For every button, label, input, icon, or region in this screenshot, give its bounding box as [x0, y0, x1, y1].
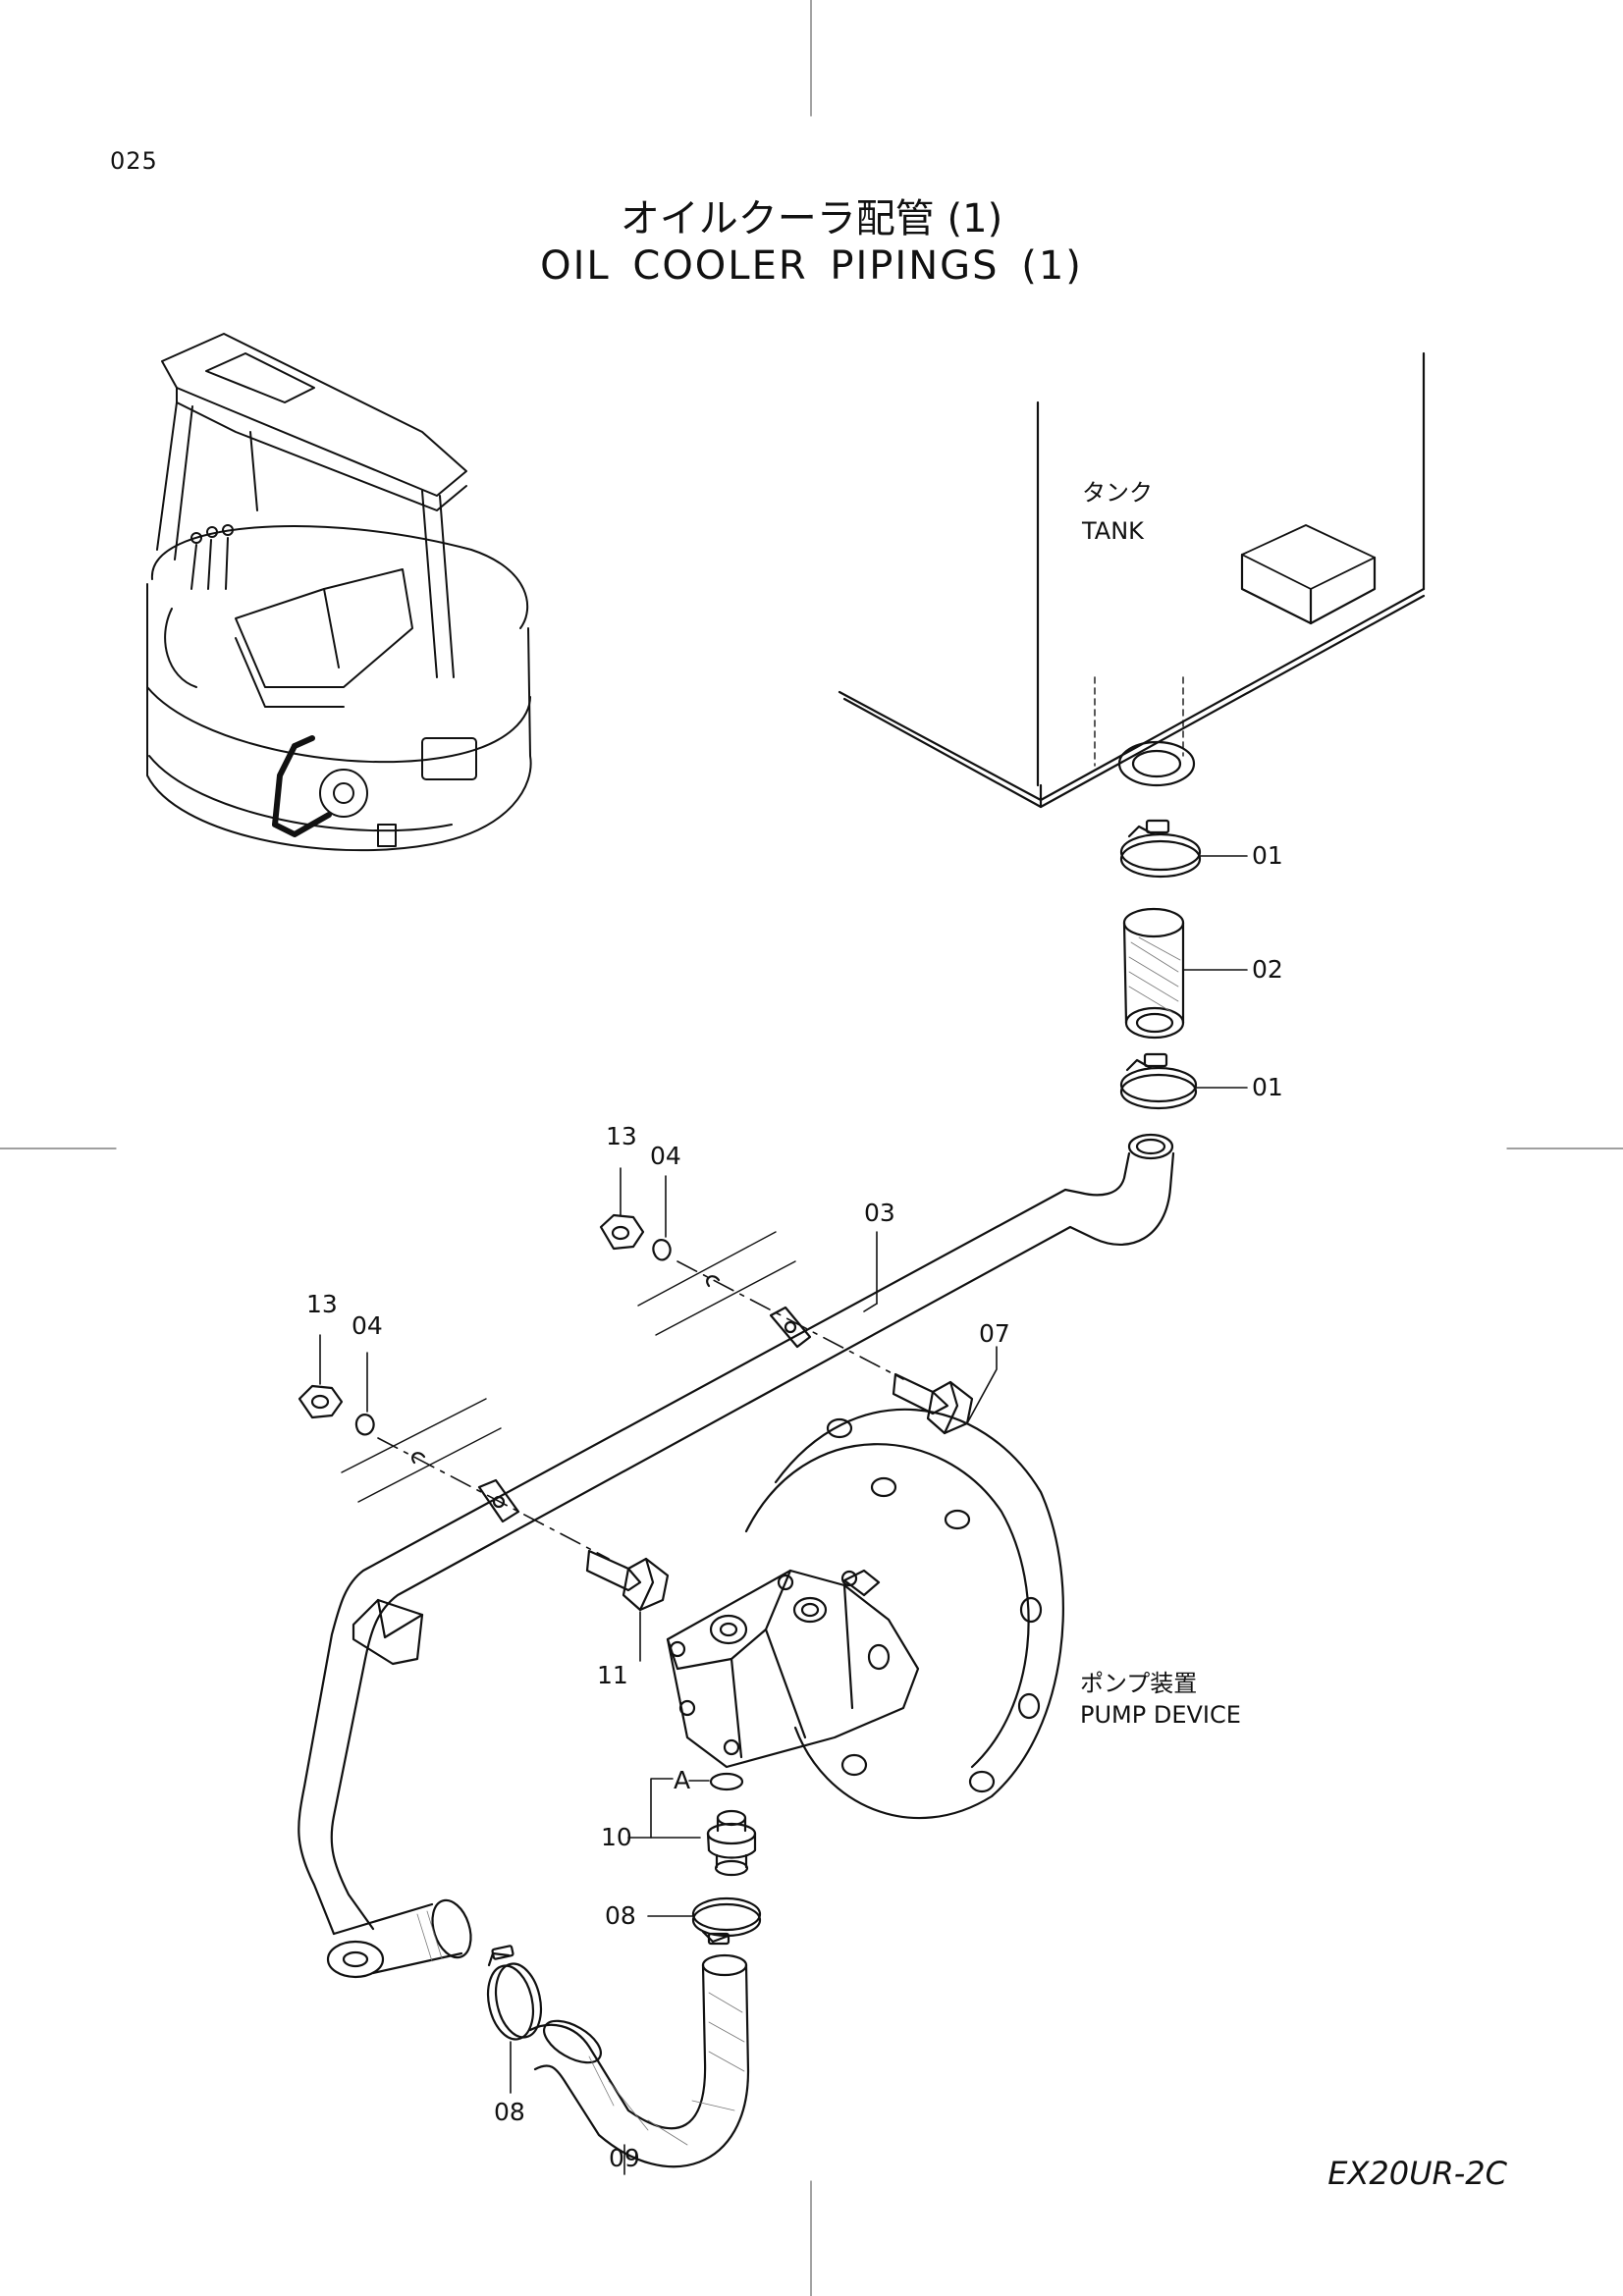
callout-01-bottom: 01 [1252, 1073, 1283, 1101]
lower-fastener-set [298, 1334, 670, 1662]
page-title-japanese: オイルクーラ配管 (1) [620, 196, 1003, 241]
hose-clamp-08-left [486, 1945, 543, 2094]
callout-13-upper: 13 [606, 1122, 637, 1150]
callout-01-top: 01 [1252, 841, 1283, 870]
page-title-english: OIL COOLER PIPINGS (1) [540, 243, 1083, 289]
callout-04-upper: 04 [650, 1142, 681, 1170]
pump-label-japanese: ポンプ装置 [1080, 1670, 1198, 1697]
callout-04-lower: 04 [352, 1311, 383, 1340]
hydraulic-tank [838, 351, 1426, 809]
tank-label-english: TANK [1082, 517, 1144, 545]
hose-clamp-01-bottom [1119, 1052, 1248, 1110]
hose-02 [1122, 907, 1248, 1040]
callout-07: 07 [979, 1319, 1010, 1348]
callout-03: 03 [864, 1199, 895, 1227]
callout-02: 02 [1252, 955, 1283, 984]
callout-13-lower: 13 [306, 1290, 338, 1318]
callout-10: 10 [601, 1823, 632, 1851]
page-number: 025 [110, 147, 158, 175]
model-number: EX20UR-2C [1327, 2155, 1507, 2192]
callout-11: 11 [597, 1661, 628, 1689]
hose-clamp-01-top [1119, 819, 1248, 879]
callout-09: 09 [609, 2144, 640, 2172]
detail-label-a: A [674, 1766, 691, 1794]
oil-cooler-pipe-03 [298, 1133, 1175, 1979]
hose-clamp-08-right [647, 1896, 762, 1946]
tank-label-japanese: タンク [1082, 479, 1153, 507]
upper-fastener-set [599, 1167, 998, 1435]
elbow-hose-09 [528, 1953, 750, 2175]
pump-label-english: PUMP DEVICE [1080, 1701, 1241, 1729]
adapter-10-and-oring [627, 1772, 757, 1877]
callout-08-left: 08 [494, 2098, 525, 2126]
callout-08-right: 08 [605, 1901, 636, 1930]
machine-overview-illustration [146, 333, 532, 852]
pump-device [666, 1408, 1064, 1820]
